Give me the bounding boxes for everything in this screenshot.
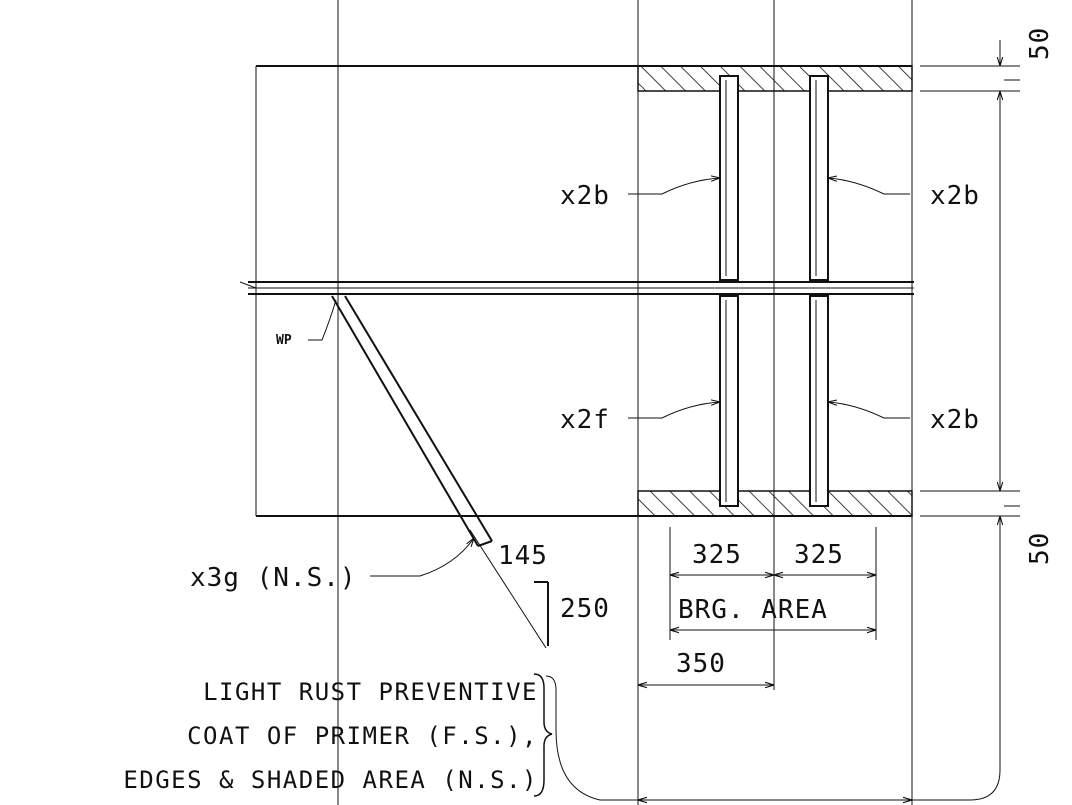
label-x2b-right-bottom: x2b (930, 405, 980, 435)
note-line-3: EDGES & SHADED AREA (N.S.) (123, 766, 538, 794)
beam-outline (239, 65, 914, 517)
label-wp: WP (276, 333, 292, 348)
dim-325-b: 325 (794, 540, 844, 570)
vertical-dimensions (912, 40, 1020, 801)
note-brace (533, 673, 553, 797)
stiffeners (719, 75, 829, 507)
dim-145: 145 (498, 541, 548, 571)
dim-bottom-50: 50 (1025, 532, 1055, 565)
note-line-2: COAT OF PRIMER (F.S.), (187, 722, 538, 750)
dim-250: 250 (560, 594, 610, 624)
label-x3g: x3g (N.S.) (190, 563, 357, 593)
top-shaded-area (637, 65, 913, 92)
label-x2f: x2f (560, 405, 610, 435)
diagonal-member (331, 295, 547, 649)
bottom-shaded-area (637, 490, 913, 517)
dim-350: 350 (676, 649, 726, 679)
label-x2b-left: x2b (560, 181, 610, 211)
label-x2b-right-top: x2b (930, 181, 980, 211)
dim-325-a: 325 (692, 540, 742, 570)
dim-top-50: 50 (1025, 27, 1055, 60)
leaders (308, 178, 910, 801)
note-line-1: LIGHT RUST PREVENTIVE (203, 678, 538, 706)
dim-brg-area: BRG. AREA (678, 595, 828, 625)
horizontal-dimensions (638, 575, 912, 800)
